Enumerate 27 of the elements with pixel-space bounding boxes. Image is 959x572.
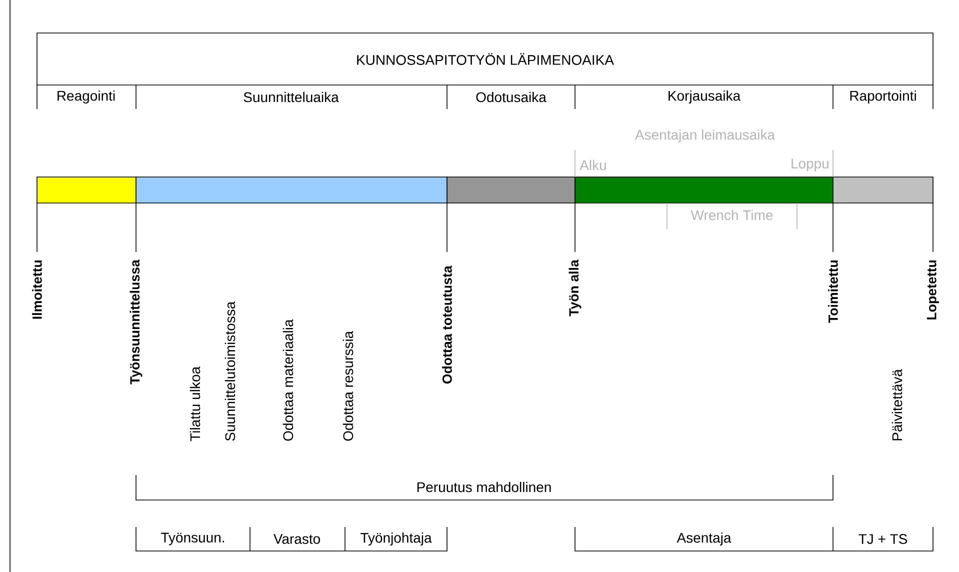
bracket-label: Loppu (792, 158, 828, 172)
bracket-label: Alku (580, 160, 606, 170)
title-box: KUNNOSSAPITOTYÖN LÄPIMENOAIKA (36, 32, 934, 86)
status-label: Työn alla (568, 260, 582, 316)
status-label: Tilattu ulkoa (190, 366, 200, 442)
phase-label: Suunnitteluaika (244, 92, 339, 102)
role-label: Työnjohtaja (360, 532, 432, 546)
phase-label: Raportointi (850, 90, 916, 104)
bracket-label: Peruutus mahdollinen (417, 482, 551, 492)
bracket-label: Asentajan leimausaika (635, 129, 775, 143)
status-label: Odottaa materiaalia (282, 319, 294, 441)
role-label: Varasto (273, 534, 320, 544)
status-label: Odottaa toteutusta (442, 266, 452, 384)
status-label: Odottaa resurssia (342, 330, 354, 441)
status-label: Työnsuunnittelussa (130, 260, 142, 384)
status-label: Suunnittelutoimistossa (224, 301, 236, 441)
phase-label: Korjausaika (668, 90, 741, 104)
status-label: Päivitettävä (892, 369, 902, 440)
status-label: Ilmoitettu (32, 260, 42, 319)
phase-label: Odotusaika (476, 92, 546, 102)
role-label: TJ + TS (858, 534, 908, 544)
phase-label: Reagointi (58, 90, 115, 104)
status-label: Toimitettu (828, 260, 838, 323)
bracket-label: Wrench Time (690, 210, 773, 220)
role-label: Asentaja (676, 532, 732, 546)
status-label: Lopetettu (927, 260, 939, 320)
role-label: Työnsuun. (161, 532, 224, 546)
